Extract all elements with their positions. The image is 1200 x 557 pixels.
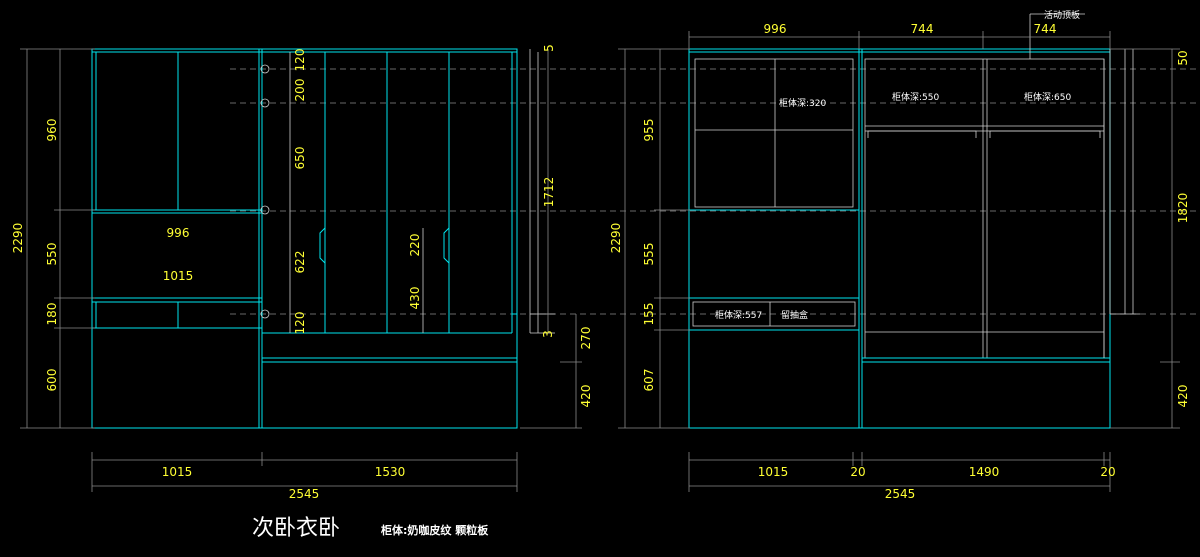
top-dim-744-b: 744 [1034, 22, 1057, 36]
note-depth-650: 柜体深:650 [1024, 91, 1071, 103]
right-dim-607: 607 [642, 369, 656, 392]
right-dimension-texts: 996 744 744 活动顶板 2290 955 555 155 607 50… [609, 9, 1190, 501]
rb-dim-1490: 1490 [969, 465, 1000, 479]
left-dim-960: 960 [45, 119, 59, 142]
right-bottom-420: 420 [579, 385, 593, 408]
note-drawer-box: 留抽盒 [781, 309, 808, 321]
top-dim-744-a: 744 [911, 22, 934, 36]
right-total-height: 2290 [609, 223, 623, 254]
left-elevation [91, 48, 555, 429]
mid-dim-120-top: 120 [293, 49, 307, 72]
left-total-height: 2290 [11, 223, 25, 254]
rb-total-2545: 2545 [885, 487, 916, 501]
reference-lines [230, 68, 1200, 315]
rb-dim-20-b: 20 [1100, 465, 1115, 479]
left-drawer-width: 996 [167, 226, 190, 240]
right-top-dim: 5 [542, 44, 556, 52]
right-dim-955: 955 [642, 119, 656, 142]
mid-dim-200: 200 [293, 79, 307, 102]
handle-dim-430: 430 [408, 287, 422, 310]
right-side-420: 420 [1176, 385, 1190, 408]
right-small-dim: 3 [541, 330, 555, 338]
mid-dim-120-bottom: 120 [293, 312, 307, 335]
right-dim-155: 155 [642, 303, 656, 326]
drawing-title: 次卧衣卧 [252, 516, 340, 541]
note-depth-550: 柜体深:550 [892, 91, 939, 103]
right-tall-dim: 1712 [542, 177, 556, 208]
note-depth-320: 柜体深:320 [779, 97, 826, 109]
mid-dim-622: 622 [293, 251, 307, 274]
top-dim-996: 996 [764, 22, 787, 36]
left-shelf-width: 1015 [163, 269, 194, 283]
right-elevation [688, 13, 1140, 429]
top-board-note: 活动顶板 [1044, 9, 1080, 21]
left-dim-180: 180 [45, 303, 59, 326]
left-dimension-lines [20, 48, 582, 492]
mid-dim-650: 650 [293, 147, 307, 170]
left-dimension-texts: 2290 960 550 180 600 996 1015 120 200 65… [11, 44, 593, 501]
right-dimension-lines [618, 31, 1180, 492]
right-dim-555: 555 [642, 243, 656, 266]
bottom-dim-1530: 1530 [375, 465, 406, 479]
left-dim-550: 550 [45, 243, 59, 266]
note-depth-557: 柜体深:557 [715, 309, 762, 321]
bottom-total-2545: 2545 [289, 487, 320, 501]
right-side-1820: 1820 [1176, 193, 1190, 224]
right-bottom-270: 270 [579, 327, 593, 350]
rb-dim-20-a: 20 [850, 465, 865, 479]
left-dim-600: 600 [45, 369, 59, 392]
right-side-50: 50 [1176, 50, 1190, 65]
handle-dim-220: 220 [408, 234, 422, 257]
rb-dim-1015: 1015 [758, 465, 789, 479]
bottom-dim-1015: 1015 [162, 465, 193, 479]
material-note: 柜体:奶咖皮纹 颗粒板 [380, 523, 489, 537]
